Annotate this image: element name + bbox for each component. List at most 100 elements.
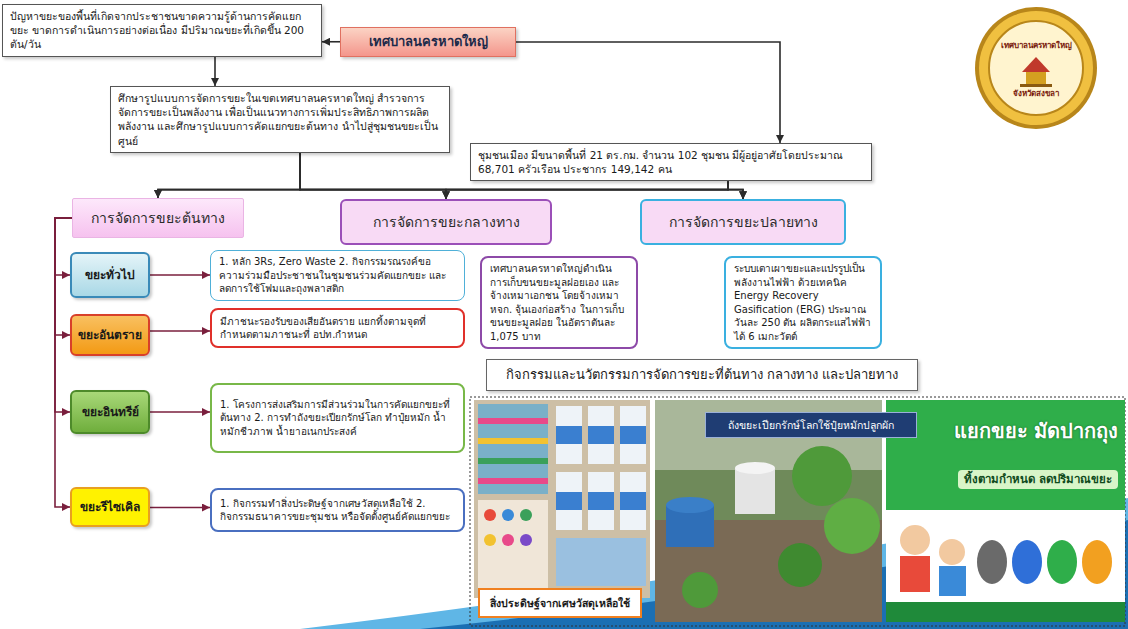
box-text: 1. กิจกรรมทำสิ่งประดิษฐ์จากเศษวัสดุเหลือ… xyxy=(220,497,455,524)
bottle xyxy=(556,472,582,530)
cartoon-body xyxy=(939,566,966,596)
box-text: ปัญหาขยะของพื้นที่เกิดจากประชาชนขาดความร… xyxy=(10,9,314,52)
trash-bag xyxy=(1012,540,1042,584)
box-text: สิ่งประดิษฐ์จากเศษวัสดุเหลือใช้ xyxy=(484,596,636,610)
description-box: 1. โครงการส่งเสริมการมีส่วนร่วมในการคัดแ… xyxy=(210,383,465,453)
craft-photo xyxy=(474,400,650,598)
photo-caption: ถังขยะเปียกรักษ์โลกใช้ปุ๋ยหมักปลูกผัก xyxy=(705,412,917,438)
stage-header: การจัดการขยะกลางทาง xyxy=(340,199,552,245)
bucket xyxy=(735,468,775,514)
bottle-cap xyxy=(502,509,514,521)
poster-title: แยกขยะ มัดปากถุง xyxy=(950,418,1122,444)
bottle-label xyxy=(620,426,646,444)
connector-arrow xyxy=(55,218,72,412)
problem-box: ปัญหาขยะของพื้นที่เกิดจากประชาชนขาดความร… xyxy=(2,4,322,57)
bottle xyxy=(588,472,614,530)
campaign-poster xyxy=(886,400,1125,622)
logo-hall xyxy=(1026,72,1046,84)
plant xyxy=(778,543,822,587)
connector-arrow xyxy=(728,181,743,199)
basket-stripe xyxy=(478,438,548,444)
bottle-cap xyxy=(502,534,514,546)
basket-stripe xyxy=(478,418,548,424)
category-box: ขยะอันตราย xyxy=(70,314,150,356)
box-text: เทศบาลนครหาดใหญ่ดำเนินการเก็บขนขยะมูลฝอย… xyxy=(490,262,628,343)
box-text: การจัดการขยะต้นทาง xyxy=(79,209,237,228)
cartoon-body xyxy=(900,556,930,592)
trash-bag xyxy=(1047,540,1077,584)
bucket-lid xyxy=(735,462,775,474)
connector-arrow xyxy=(150,507,210,509)
cartoon-head xyxy=(900,525,930,555)
section-title-box: กิจกรรมและนวัตกรรมการจัดการขยะที่ต้นทาง … xyxy=(486,359,918,391)
category-box: ขยะรีไซเคิล xyxy=(70,487,150,527)
description-box: 1. หลัก 3Rs, Zero Waste 2. กิจกรรมรณรงค์… xyxy=(210,250,465,301)
box-text: ขยะอินทรีย์ xyxy=(76,404,144,420)
cartoon-head xyxy=(939,539,965,565)
category-box: ขยะอินทรีย์ xyxy=(70,390,150,434)
connector-arrow xyxy=(300,153,446,200)
plant xyxy=(682,572,718,608)
box-text: 1. โครงการส่งเสริมการมีส่วนร่วมในการคัดแ… xyxy=(220,398,455,439)
connector-arrow xyxy=(158,153,300,198)
description-box: 1. กิจกรรมทำสิ่งประดิษฐ์จากเศษวัสดุเหลือ… xyxy=(210,488,465,532)
bottle xyxy=(620,406,646,464)
box-text: 1. หลัก 3Rs, Zero Waste 2. กิจกรรมรณรงค์… xyxy=(219,255,456,296)
bottle xyxy=(556,406,582,464)
study-box: ศึกษารูปแบบการจัดการขยะในเขตเทศบาลนครหาด… xyxy=(110,86,450,153)
logo-text: เทศบาลนครหาดใหญ่ xyxy=(992,41,1080,51)
poster-ground xyxy=(886,400,1125,622)
connector-arrow xyxy=(214,57,216,86)
poster-band xyxy=(886,400,1125,510)
box-text: ขยะรีไซเคิล xyxy=(76,499,144,515)
basket xyxy=(478,404,548,494)
poster-subtitle: ทิ้งตามกำหนด ลดปริมาณขยะ xyxy=(958,470,1118,489)
box-text: การจัดการขยะปลายทาง xyxy=(648,213,838,232)
bottle-label xyxy=(556,492,582,510)
basket-stripe xyxy=(478,478,548,484)
connector-arrow xyxy=(150,274,210,276)
stage-header: การจัดการขยะต้นทาง xyxy=(72,198,244,238)
logo-center xyxy=(989,21,1083,115)
connector-arrow xyxy=(516,42,780,143)
connector-arrow xyxy=(322,41,340,43)
craft-tray xyxy=(478,500,548,588)
poster-band xyxy=(886,602,1125,622)
box-text: ชุมชนเมือง มีขนาดพื้นที่ 21 ตร.กม. จำนวน… xyxy=(478,148,864,176)
box-text: ระบบเตาเผาขยะและแปรรูปเป็นพลังงานไฟฟ้า ด… xyxy=(734,262,872,343)
category-box: ขยะทั่วไป xyxy=(70,252,150,298)
bottle-label xyxy=(588,492,614,510)
photo-caption: สิ่งประดิษฐ์จากเศษวัสดุเหลือใช้ xyxy=(478,588,642,618)
plant xyxy=(792,446,852,506)
community-box: ชุมชนเมือง มีขนาดพื้นที่ 21 ตร.กม. จำนวน… xyxy=(470,143,872,181)
organization-box: เทศบาลนครหาดใหญ่ xyxy=(340,27,516,57)
bottle-cap xyxy=(520,509,532,521)
bottle-cap xyxy=(484,534,496,546)
box-text: มีภาชนะรองรับของเสียอันตราย แยกทิ้งตามจุ… xyxy=(220,315,455,342)
bottle-label xyxy=(620,492,646,510)
connector-group xyxy=(55,42,780,508)
logo-text: จังหวัดสงขลา xyxy=(992,89,1080,99)
craft-item xyxy=(556,538,646,586)
description-box: มีภาชนะรองรับของเสียอันตราย แยกทิ้งตามจุ… xyxy=(210,308,465,348)
box-text: การจัดการขยะกลางทาง xyxy=(348,213,544,232)
logo-ring xyxy=(975,7,1097,129)
photo-ground xyxy=(474,400,650,598)
logo-base xyxy=(1020,84,1052,87)
bucket-lid xyxy=(666,497,714,513)
trash-bag xyxy=(977,540,1007,584)
trash-bag xyxy=(1082,540,1112,584)
connector-arrow xyxy=(150,330,210,332)
description-box: เทศบาลนครหาดใหญ่ดำเนินการเก็บขนขยะมูลฝอย… xyxy=(480,256,638,349)
logo-ring xyxy=(979,11,1093,125)
box-text: ขยะทั่วไป xyxy=(76,267,144,283)
box-text: ถังขยะเปียกรักษ์โลกใช้ปุ๋ยหมักปลูกผัก xyxy=(710,418,912,432)
bottle-label xyxy=(588,426,614,444)
plant xyxy=(824,498,880,554)
box-text: ขยะอันตราย xyxy=(76,327,144,343)
logo-roof xyxy=(1022,57,1050,72)
description-box: ระบบเตาเผาขยะและแปรรูปเป็นพลังงานไฟฟ้า ด… xyxy=(724,256,882,349)
bottle-label xyxy=(556,426,582,444)
